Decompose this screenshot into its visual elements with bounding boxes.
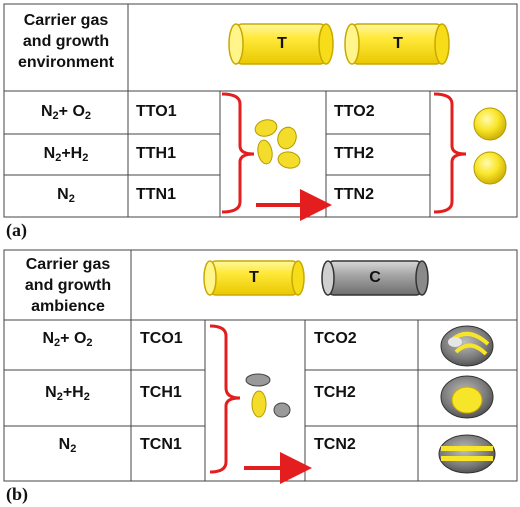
sample-a-stage1-2: TTH1 [136, 145, 176, 162]
header-line-a-2: and growth [22, 33, 110, 50]
sample-a-stage2-2: TTH2 [334, 145, 374, 162]
sample-b-stage1-2: TCH1 [140, 384, 182, 401]
furnace-cylinder-b2 [321, 260, 429, 296]
gas-cell-b-2: N2+H2 [45, 384, 90, 403]
furnace-label-a2: T [393, 35, 403, 52]
coreshell-b-2 [440, 375, 494, 419]
flake-particles-a [254, 119, 301, 169]
sample-b-stage2-3: TCN2 [314, 436, 356, 453]
gas-cell-a-3: N2 [57, 186, 75, 205]
panel-label-a: (a) [6, 220, 27, 240]
sample-a-stage1-1: TTO1 [136, 103, 177, 120]
gas-cell-b-1: N2+ O2 [42, 330, 93, 349]
panel-label-b: (b) [6, 484, 28, 504]
sample-a-stage2-3: TTN2 [334, 186, 374, 203]
gas-cell-b-3: N2 [58, 436, 77, 455]
sample-b-stage1-3: TCN1 [140, 436, 182, 453]
coreshell-b-3 [438, 434, 496, 474]
sample-b-stage2-1: TCO2 [314, 330, 357, 347]
furnace-label-b1: T [249, 269, 259, 286]
coreshell-b-1 [440, 325, 494, 367]
furnace-cylinder-b1 [203, 260, 305, 296]
gas-cell-a-1: N2+ O2 [40, 103, 92, 122]
bracket-a-stage1 [221, 92, 255, 214]
sphere-a-1 [473, 107, 507, 141]
furnace-cylinder-a2 [344, 23, 450, 65]
bracket-b-stage1 [209, 324, 241, 474]
header-line-a-1: Carrier gas [23, 12, 109, 29]
gas-cell-a-2: N2+H2 [43, 145, 89, 164]
sphere-a-2 [473, 151, 507, 185]
header-line-b-2: and growth [24, 277, 112, 294]
flake-particles-b [245, 373, 291, 418]
header-line-a-3: environment [17, 54, 114, 71]
table-a-grid [3, 3, 518, 218]
sample-b-stage1-1: TCO1 [140, 330, 183, 347]
furnace-label-a1: T [277, 35, 287, 52]
header-line-b-3: ambience [31, 298, 105, 315]
sample-a-stage2-1: TTO2 [334, 103, 375, 120]
header-cell-b: Carrier gas and growth ambience [6, 254, 130, 317]
furnace-cylinder-a1 [228, 23, 334, 65]
header-cell-a: Carrier gas and growth environment [6, 10, 126, 73]
furnace-label-b2: C [369, 269, 381, 286]
header-line-b-1: Carrier gas [25, 256, 111, 273]
sample-a-stage1-3: TTN1 [136, 186, 176, 203]
sample-b-stage2-2: TCH2 [314, 384, 356, 401]
table-b-grid [3, 249, 518, 482]
bracket-a-stage2 [433, 92, 467, 214]
